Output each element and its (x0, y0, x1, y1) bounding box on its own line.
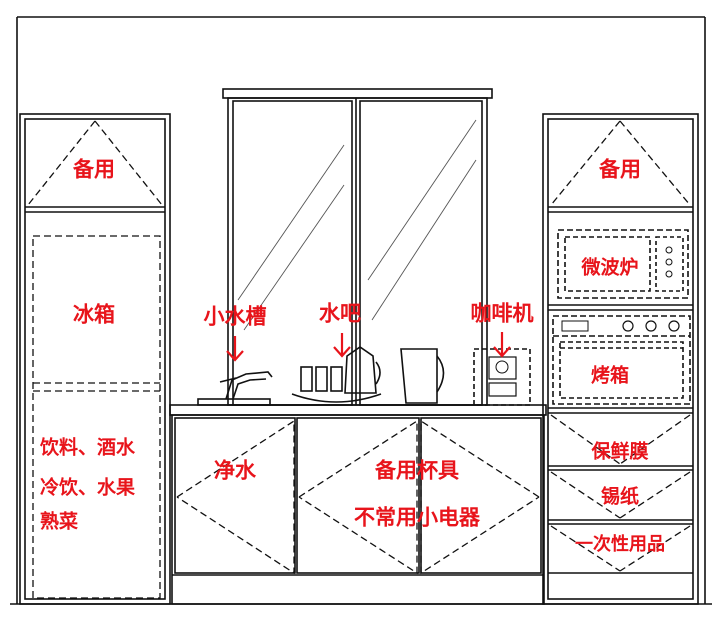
label-fridge-line2: 冷饮、水果 (40, 476, 136, 499)
base-cabinets (169, 404, 547, 605)
cups-icon (291, 366, 382, 403)
label-disposables: 一次性用品 (575, 534, 665, 555)
label-spare-cups: 备用杯具 (375, 458, 459, 483)
label-cling-film: 保鲜膜 (591, 440, 649, 463)
oven-icon (552, 315, 691, 405)
label-oven: 烤箱 (590, 364, 630, 387)
label-water-bar: 水吧 (319, 301, 361, 326)
label-right-top-spare: 备用 (599, 157, 641, 182)
kettle-icon (344, 346, 445, 404)
label-fridge-line1: 饮料、酒水 (40, 436, 136, 459)
microwave-icon (557, 229, 689, 299)
label-water-purifier: 净水 (214, 458, 256, 483)
label-small-appliances: 不常用小电器 (354, 505, 480, 530)
label-microwave: 微波炉 (581, 256, 639, 279)
label-fridge: 冰箱 (73, 302, 115, 327)
down-arrow-icon (226, 332, 511, 362)
faucet-icon (197, 371, 273, 406)
label-coffee-machine: 咖啡机 (470, 301, 534, 326)
label-foil: 锡纸 (600, 485, 640, 508)
label-fridge-line3: 熟菜 (40, 510, 79, 533)
left-tall-cabinet (19, 113, 171, 605)
window (222, 88, 493, 406)
label-sink: 小水槽 (203, 304, 267, 329)
right-tall-cabinet (542, 113, 699, 605)
label-left-top-spare: 备用 (73, 157, 115, 182)
